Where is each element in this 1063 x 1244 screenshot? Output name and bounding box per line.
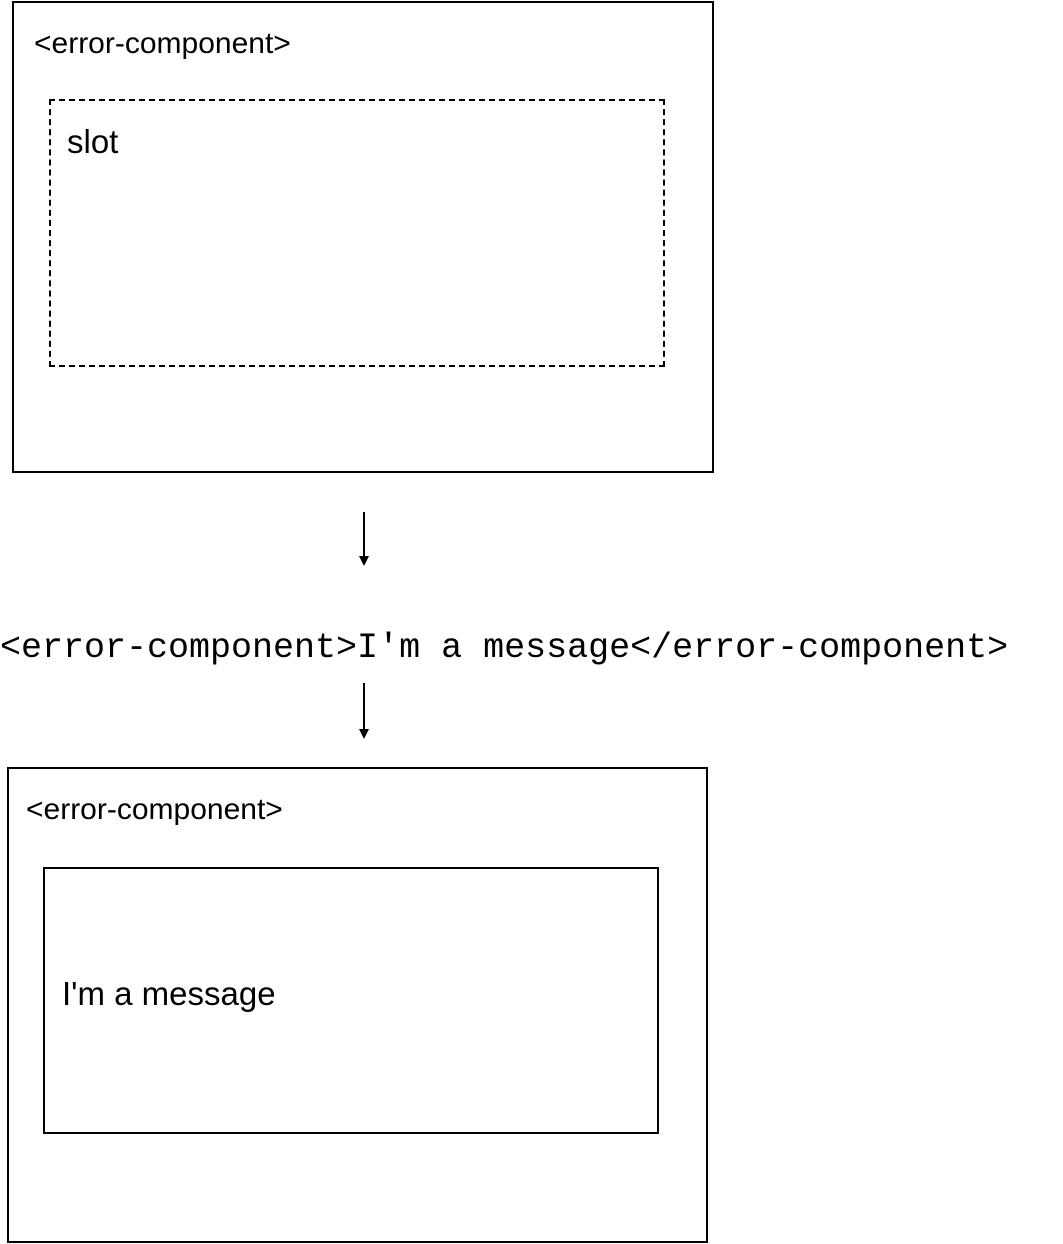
rendered-message: I'm a message xyxy=(62,975,276,1012)
usage-code: <error-component>I'm a message</error-co… xyxy=(0,628,1009,668)
down-arrow-icon xyxy=(359,683,369,739)
down-arrow-icon xyxy=(359,512,369,566)
top-component-title: <error-component> xyxy=(34,27,291,60)
slot-label: slot xyxy=(67,123,119,160)
bottom-component-title: <error-component> xyxy=(26,793,283,826)
rendered-slot-box xyxy=(43,867,659,1134)
slot-box xyxy=(49,99,665,367)
